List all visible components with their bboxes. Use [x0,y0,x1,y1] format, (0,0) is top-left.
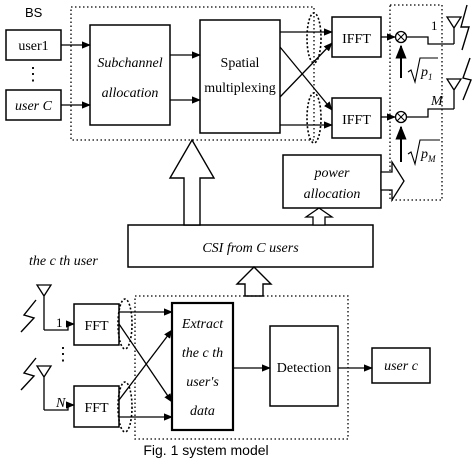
receiver-label: the c th user [29,254,98,269]
rx-lightning-bottom-icon [20,357,37,391]
power-to-weights-arrow [380,159,405,203]
extract-label-4: data [190,404,215,419]
power-label-1: power [314,166,351,181]
tx-antenna-index-top: 1 [431,18,438,33]
extract-label-2: the c th [182,346,223,361]
antenna-weight-frame [389,4,443,201]
subchannel-label-1: Subchannel [97,56,162,71]
extract-label-3: user's [186,375,219,390]
csi-label: CSI from C users [202,241,299,256]
tx-antenna-top-icon [445,16,463,44]
rx-antenna-bottom-icon [35,365,53,410]
tx-subcarrier-group-top [306,12,322,64]
csi-box [127,224,374,268]
user1-label: user1 [18,39,48,54]
fft-bottom-box [73,385,120,428]
csi-to-power-arrow [303,207,335,226]
rx-subcarrier-group-bottom [117,381,133,433]
multiplier-bottom-x2 [396,112,406,122]
userC-label: user C [15,99,53,114]
rx-antenna-dots: ⋮ [54,344,72,364]
figure-caption: Fig. 1 system model [143,442,268,458]
extract-label-1: Extract [181,317,224,332]
power-label-2: allocation [304,187,361,202]
tx-subcarrier-group-bottom [306,92,322,144]
detection-label: Detection [277,361,331,376]
ifft-bottom-label: IFFT [342,113,371,128]
ifft-bottom-box [331,97,382,139]
multiplier-top-x2 [396,32,406,42]
rx-antenna-index-bottom: N [55,396,66,411]
sqrt-bottom-radical [407,139,440,167]
fft-bottom-label: FFT [84,401,109,416]
sqrt-top-p: p1 [420,65,433,82]
extract-data-box [170,301,235,432]
subchannel-label-2: allocation [102,86,159,101]
subchannel-allocation-box [89,24,171,126]
bs-label: BS [25,5,43,20]
tx-line-cross-b [279,42,333,98]
rx-antenna-top-icon [35,284,53,330]
user-dots: ⋮ [24,64,42,84]
sqrt-top-radical [407,57,438,85]
output-user-box [371,347,431,384]
rx-line-cross-a [118,323,173,403]
tx-output-top [406,36,454,45]
bs-dotted-frame [70,6,315,141]
sqrt-bottom-p: pM [420,147,436,164]
tx-lightning-top-icon [460,4,470,51]
ifft-top-label: IFFT [342,32,371,47]
tx-output-bottom [406,108,454,118]
spatial-multiplexing-box [199,19,281,134]
tx-line-cross-a [279,46,333,111]
rx-antenna-index-top: 1 [56,315,63,330]
rx-lightning-top-icon [20,299,37,333]
rx-subcarrier-group-top [117,298,133,350]
rx-wire-top [44,320,75,331]
tx-antenna-index-bottom: M [430,94,444,109]
tx-antenna-bottom-icon [445,78,463,109]
spatial-label-1: Spatial [221,56,260,71]
detection-box [269,325,339,407]
spatial-label-2: multiplexing [204,81,276,96]
rx-wire-bottom [44,401,75,411]
fft-top-label: FFT [84,319,109,334]
output-user-label: user c [384,359,419,374]
receiver-to-csi-arrow [235,266,273,297]
tx-lightning-bottom-icon [462,57,472,101]
rx-line-cross-b [118,329,173,401]
csi-to-bs-arrow [168,138,216,226]
